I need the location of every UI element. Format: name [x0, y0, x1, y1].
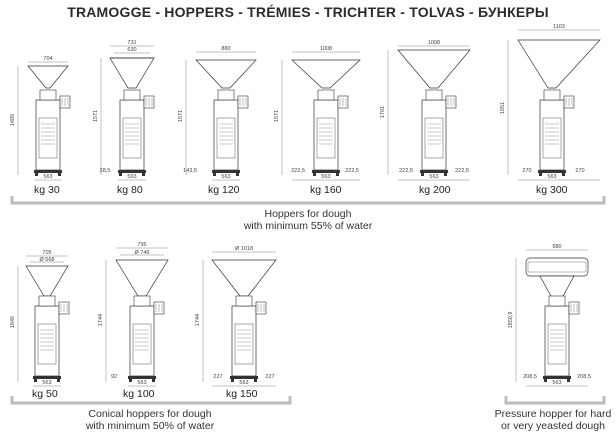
row2-caption-line2: with minimum 50% of water	[85, 420, 215, 432]
row1-caption-line2: with minimum 55% of water	[243, 220, 373, 232]
dim-pressure-base: 563	[552, 380, 561, 386]
machine-pressure	[515, 249, 589, 387]
machine-kg50	[17, 255, 70, 387]
dim-kg30-base: 563	[43, 174, 52, 180]
label-kg300: kg 300	[536, 184, 568, 196]
dim-kg50-top: 705	[42, 250, 51, 256]
dim-kg50-base: 563	[42, 380, 51, 386]
dim-kg150-left: 227	[213, 374, 222, 380]
row2-bracket	[10, 396, 292, 405]
machine-kg100	[105, 247, 169, 387]
dim-kg100-height: 1744	[98, 314, 104, 326]
dim-pressure-top: 980	[552, 244, 561, 250]
dim-pressure-right: 208,5	[577, 374, 591, 380]
dim-kg300-base: 563	[547, 174, 556, 180]
dim-kg300-left: 270	[522, 168, 531, 174]
dim-kg200-base: 563	[429, 174, 438, 180]
dim-pressure-height: 1850,9	[508, 312, 514, 329]
pressure-caption-line1: Pressure hopper for hard	[494, 408, 612, 420]
dim-kg120-base: 563	[221, 174, 230, 180]
label-kg160: kg 160	[310, 184, 342, 196]
pressure-caption: Pressure hopper for hard or very yeasted…	[490, 408, 616, 432]
dim-kg300-height: 1851	[500, 102, 506, 114]
machine-kg160	[281, 51, 361, 181]
dim-kg100-top2: Ø 746	[135, 250, 150, 256]
dim-kg300-right: 270	[575, 168, 584, 174]
dim-pressure-left: 208,5	[523, 374, 537, 380]
dim-kg300-top: 1103	[553, 24, 565, 30]
row2-caption-line1: Conical hoppers for dough	[88, 408, 212, 420]
dim-kg120-height: 1571	[178, 110, 184, 122]
dim-kg30-height: 1405	[10, 114, 16, 126]
dim-kg200-left: 222,5	[399, 168, 413, 174]
dim-kg100-left: 92	[111, 374, 117, 380]
row2-caption: Conical hoppers for dough with minimum 5…	[60, 408, 240, 432]
dim-kg160-height: 1571	[274, 110, 280, 122]
page-title: TRAMOGGE - HOPPERS - TRÉMIES - TRICHTER …	[67, 4, 549, 20]
dim-kg80-base: 563	[127, 174, 136, 180]
dim-kg50-height: 1645	[10, 316, 16, 328]
dim-kg80-top: 731	[127, 40, 136, 46]
dim-kg200-right: 222,5	[455, 168, 469, 174]
machine-kg300	[507, 29, 601, 181]
dim-kg100-base: 563	[137, 380, 146, 386]
row1-caption: Hoppers for dough with minimum 55% of wa…	[208, 208, 408, 232]
dim-kg80-height: 1571	[93, 110, 99, 122]
dim-kg50-top2: Ø 568	[40, 257, 55, 263]
dim-kg160-top: 1008	[320, 46, 332, 52]
dim-kg120-left: 143,5	[183, 168, 197, 174]
machine-kg80	[100, 45, 155, 181]
label-kg80: kg 80	[117, 184, 143, 196]
pressure-caption-line2: or very yeasted dough	[501, 420, 605, 432]
label-kg50: kg 50	[32, 388, 58, 400]
label-kg120: kg 120	[208, 184, 240, 196]
pressure-bracket	[504, 396, 606, 405]
dim-kg150-base: 563	[239, 380, 248, 386]
dim-kg150-height: 1744	[195, 314, 201, 326]
row1-bracket	[10, 196, 606, 205]
machine-kg150	[202, 251, 277, 387]
label-kg100: kg 100	[123, 388, 155, 400]
row1-caption-line1: Hoppers for dough	[264, 208, 352, 220]
dim-kg80-top2: 630	[127, 47, 136, 53]
dim-kg200-height: 1701	[380, 106, 386, 118]
label-kg150: kg 150	[226, 388, 258, 400]
machine-kg120	[185, 51, 257, 181]
dim-kg160-left: 222,5	[291, 168, 305, 174]
label-kg30: kg 30	[34, 184, 60, 196]
dim-kg100-top: 795	[137, 242, 146, 248]
dim-kg150-top: Ø 1018	[235, 246, 253, 252]
dim-kg30-top: 704	[43, 56, 52, 62]
machine-kg200	[387, 45, 471, 181]
dim-kg150-right: 227	[265, 374, 274, 380]
dim-kg160-base: 563	[321, 174, 330, 180]
dim-kg120-top: 880	[221, 46, 230, 52]
dim-kg160-right: 222,5	[345, 168, 359, 174]
label-kg200: kg 200	[419, 184, 451, 196]
machine-kg30	[17, 61, 71, 181]
dim-kg80-left: 28,5	[100, 168, 111, 174]
dim-kg200-top: 1008	[428, 40, 440, 46]
